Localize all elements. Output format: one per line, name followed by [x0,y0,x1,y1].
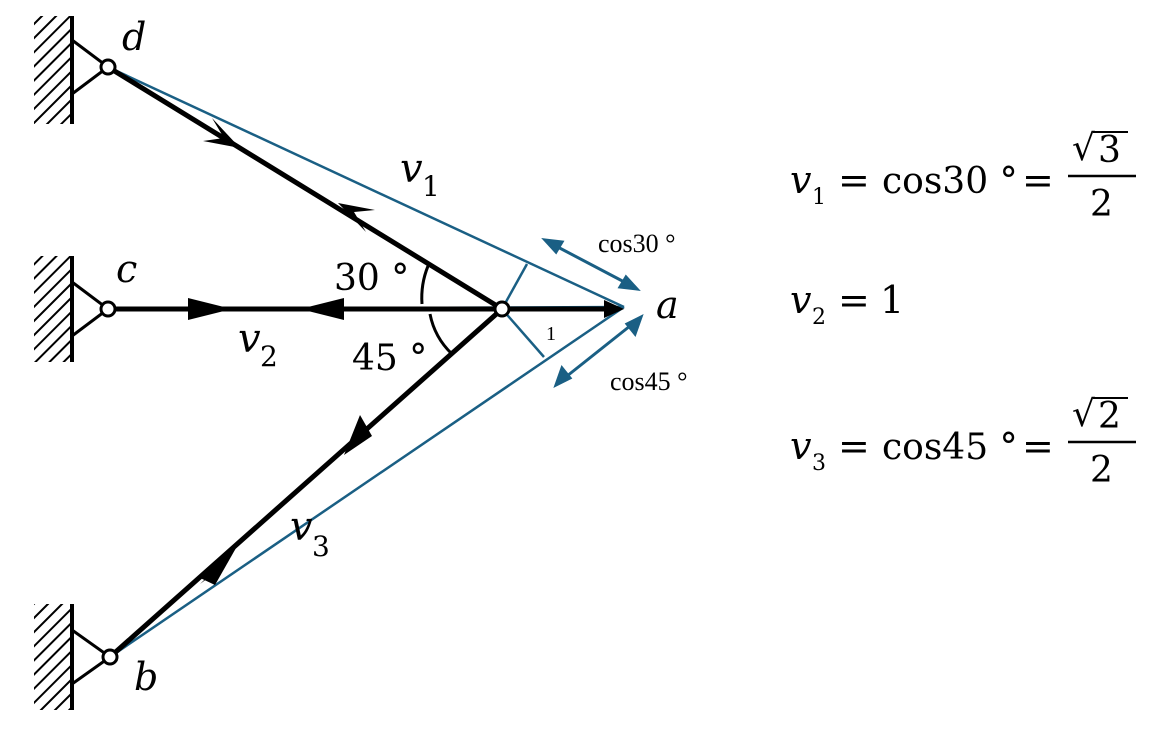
arrowhead-a [604,300,624,318]
pin-d [99,58,117,76]
cos45-label: cos45 ° [610,367,688,396]
unit-label: 1 [546,323,556,345]
node-label-a: a [656,283,679,327]
label-v2-sub: 2 [260,340,278,373]
eq3-den: 2 [1090,450,1113,491]
label-v1-sub: 1 [422,170,440,203]
eq3-equals-1: = [838,424,870,468]
eq2-rhs: 1 [880,278,904,322]
eq3-cos45: cos45 ° [882,427,1018,468]
arrowhead-ca-right [188,298,232,320]
arrowhead-ba-down [344,415,372,455]
angle-label-30: 30 ° [334,258,409,299]
wall-support-d [34,16,111,124]
member-da [106,64,504,312]
node-labels: d c b a [116,15,679,699]
angle-labels: 30 ° 45 ° [334,258,427,379]
angle-arc-45 [428,313,454,356]
pin-c [99,300,117,318]
eq2-equals: = [838,278,870,322]
cos-dimension-arrows [541,238,644,389]
label-v3-sym: v [290,504,313,550]
node-label-b: b [134,655,158,699]
arrowhead-da-up [338,203,375,232]
pin-a-joint [493,300,511,318]
velocity-labels: v 1 v 2 v 3 [238,146,440,563]
projection-line-v3 [109,305,625,659]
angle-arc-30 [420,265,430,305]
eq1-equals-1: = [838,158,870,202]
eq3-lhs-sym: v [790,424,812,468]
arrowhead-ba-up-fill [198,548,236,585]
eq1-den: 2 [1090,184,1113,225]
label-v2-sym: v [238,316,261,362]
eq1-lhs-sym: v [790,158,812,202]
perpendicular-tick-lower [501,308,545,358]
eq2-lhs-sym: v [790,278,812,322]
member-ba [108,307,504,659]
eq1-cos30: cos30 ° [882,161,1018,202]
arrowhead-ca-left [300,298,344,320]
equation-v3: v 3 = cos45 ° = √ 2 2 [790,394,1136,491]
equation-v2: v 2 = 1 [790,278,904,330]
eq3-root: √ [1072,394,1095,435]
equation-v1: v 1 = cos30 ° = √ 3 2 [790,128,1136,225]
eq2-lhs-sub: 2 [812,305,826,330]
node-label-d: d [122,15,146,59]
pin-joints [99,58,511,666]
eq3-equals-2: = [1022,424,1054,468]
projection-line-v1 [107,65,625,309]
eq3-lhs-sub: 3 [812,451,826,476]
label-v1-sym: v [400,146,423,192]
wall-support-c [34,256,111,362]
angle-arcs [420,265,454,356]
perpendicular-tick-upper [500,263,529,310]
member-arrowheads [188,118,624,585]
eq1-lhs-sub: 1 [812,185,826,210]
label-v3-sub: 3 [312,530,330,563]
arrowhead-da-down [203,118,240,148]
eq1-root: √ [1072,128,1095,169]
wall-support-b [34,604,113,710]
eq3-root-val: 2 [1098,396,1121,437]
node-label-c: c [116,247,137,291]
pin-b [101,648,119,666]
cos30-label: cos30 ° [598,229,676,258]
angle-label-45: 45 ° [352,338,427,379]
construction-label-group: 1 cos30 ° cos45 ° [546,229,688,396]
eq1-root-val: 3 [1098,130,1121,171]
eq1-equals-2: = [1022,158,1054,202]
truss-members [106,64,616,659]
